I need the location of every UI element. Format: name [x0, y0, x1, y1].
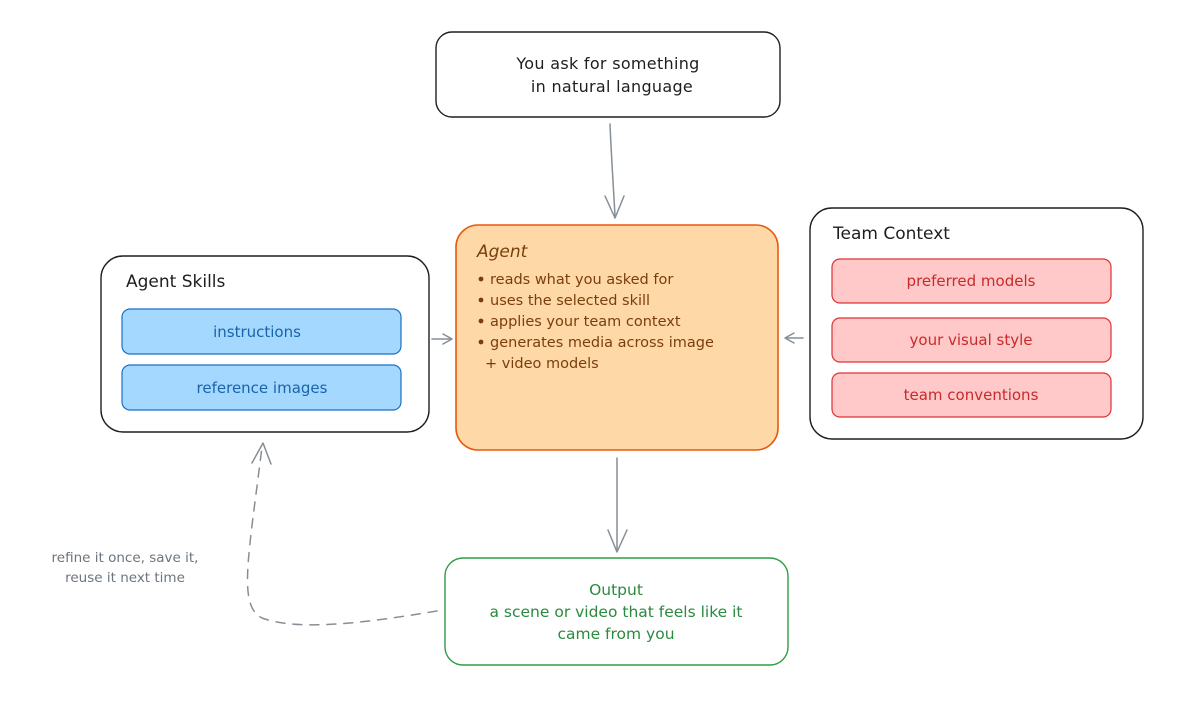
output-box-frame	[444, 557, 789, 666]
agent-box: Agent reads what you asked for uses the …	[455, 224, 779, 451]
output-text-line-2: came from you	[557, 625, 674, 643]
feedback-loop-arrow	[246, 446, 438, 626]
context-to-agent-arrowhead	[784, 332, 795, 344]
context-item-team-conventions: team conventions	[831, 372, 1112, 418]
skill-item-label: instructions	[213, 323, 301, 341]
skill-item-frame	[121, 364, 402, 411]
skill-item-instructions: instructions	[121, 308, 402, 355]
agent-bullet: applies your team context	[490, 314, 681, 330]
output-title: Output	[589, 581, 643, 599]
skill-item-label: reference images	[197, 379, 328, 397]
context-item-frame	[831, 258, 1112, 304]
context-item-preferred-models: preferred models	[831, 258, 1112, 304]
request-text-line-1: You ask for something	[515, 54, 699, 73]
bullet-dot	[478, 297, 484, 303]
bullet-dot	[478, 339, 484, 345]
request-box: You ask for something in natural languag…	[435, 31, 781, 118]
bullet-dot	[478, 318, 484, 324]
agent-bullet: uses the selected skill	[490, 293, 650, 309]
feedback-note-line-2: reuse it next time	[65, 570, 185, 586]
agent-bullet: reads what you asked for	[490, 272, 673, 288]
context-item-label: preferred models	[907, 272, 1036, 290]
team-context-panel: Team Context preferred models your visua…	[809, 207, 1144, 440]
skills-to-agent-arrowhead	[442, 333, 453, 345]
agent-box-frame	[455, 224, 779, 451]
output-text-line-1: a scene or video that feels like it	[489, 603, 742, 621]
agent-bullet-list: reads what you asked for uses the select…	[478, 272, 714, 372]
feedback-loop-arrowhead	[251, 442, 272, 465]
output-box: Output a scene or video that feels like …	[444, 557, 789, 666]
agent-title: Agent	[476, 242, 529, 262]
request-box-frame	[435, 31, 781, 118]
agent-skills-title: Agent Skills	[126, 272, 226, 292]
request-to-agent-arrowhead	[604, 195, 625, 219]
agent-bullet-continuation: + video models	[485, 356, 599, 372]
bullet-dot	[478, 276, 484, 282]
skill-item-reference-images: reference images	[121, 364, 402, 411]
agent-to-output-arrowhead	[607, 529, 628, 553]
team-context-title: Team Context	[832, 224, 950, 244]
skill-item-frame	[121, 308, 402, 355]
agent-bullet: generates media across image	[490, 335, 714, 351]
feedback-note: refine it once, save it, reuse it next t…	[52, 550, 199, 586]
context-item-label: team conventions	[904, 386, 1039, 404]
connectors	[246, 123, 804, 626]
request-to-agent-arrow	[609, 123, 616, 217]
context-item-visual-style: your visual style	[831, 317, 1112, 363]
context-item-frame	[831, 372, 1112, 418]
agent-skills-panel: Agent Skills instructions reference imag…	[100, 255, 430, 433]
feedback-note-line-1: refine it once, save it,	[52, 550, 199, 566]
request-text-line-2: in natural language	[531, 77, 693, 96]
context-item-label: your visual style	[910, 331, 1033, 349]
context-item-frame	[831, 317, 1112, 363]
